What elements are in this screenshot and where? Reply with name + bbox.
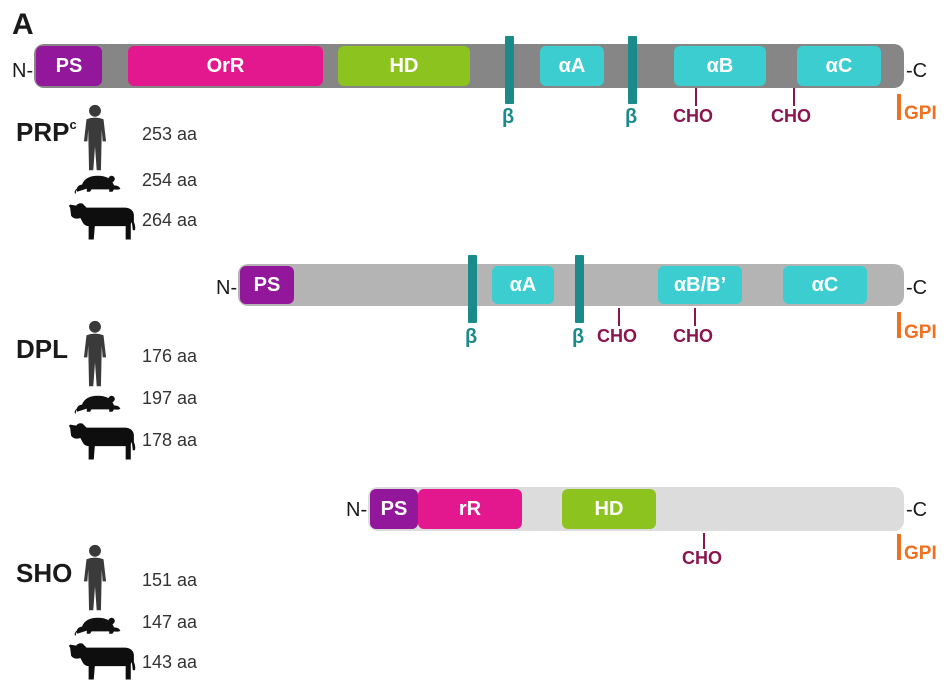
prp-helix-b: αB: [674, 46, 766, 86]
mouse-silhouette-icon: [74, 617, 122, 637]
cow-silhouette-icon: [69, 423, 136, 460]
prp-beta-strand-2: [628, 36, 637, 104]
dpl-helix-a: αA: [492, 266, 554, 304]
dpl-length-cow: 178 aa: [142, 430, 198, 450]
dpl-beta-strand-2: [575, 255, 584, 323]
prp-beta-strand-1: [505, 36, 514, 104]
cow-silhouette-icon: [69, 643, 136, 680]
prp-hydrophobic-domain: HD: [338, 46, 470, 86]
prp-cho-label-1: CHO: [673, 106, 713, 126]
sho-length-cow: 143 aa: [142, 652, 198, 672]
dpl-helix-b: αB/B’: [658, 266, 742, 304]
dpl-beta-strand-1: [468, 255, 477, 323]
dpl-name: DPL: [16, 334, 68, 364]
prp-length-cow: 264 aa: [142, 210, 198, 230]
prp-gpi-anchor: [897, 94, 901, 120]
prp-glycosylation-tick-1: [695, 88, 697, 106]
prp-name-superscript: c: [69, 117, 77, 132]
cow-silhouette-icon: [69, 203, 136, 240]
human-silhouette-icon: [83, 544, 107, 611]
dpl-signal-peptide-domain: PS: [240, 266, 294, 304]
prp-gpi-label: GPI: [904, 103, 937, 124]
c-terminus-label: -C: [906, 277, 928, 299]
mouse-silhouette-icon: [74, 395, 122, 415]
dpl-gpi-label: GPI: [904, 322, 937, 343]
n-terminus-label: N-: [346, 499, 368, 521]
prp-glycosylation-tick-2: [793, 88, 795, 106]
c-terminus-label: -C: [906, 60, 928, 82]
mouse-silhouette-icon: [74, 175, 122, 195]
prp-helix-a: αA: [540, 46, 604, 86]
dpl-gpi-anchor: [897, 312, 901, 338]
sho-cho-label: CHO: [682, 548, 722, 568]
prp-length-mouse: 254 aa: [142, 170, 198, 190]
dpl-helix-c: αC: [783, 266, 867, 304]
dpl-glycosylation-tick-2: [694, 308, 696, 326]
sho-length-human: 151 aa: [142, 570, 198, 590]
human-silhouette-icon: [83, 104, 107, 171]
prp-name: PRPc: [16, 117, 77, 148]
prp-signal-peptide-domain: PS: [36, 46, 102, 86]
prp-cho-label-2: CHO: [771, 106, 811, 126]
prp-octarepeat-domain: OrR: [128, 46, 323, 86]
dpl-length-human: 176 aa: [142, 346, 198, 366]
sho-gpi-label: GPI: [904, 543, 937, 564]
sho-hydrophobic-domain: HD: [562, 489, 656, 529]
sho-length-mouse: 147 aa: [142, 612, 198, 632]
prp-beta-label-2: β: [625, 106, 638, 128]
human-silhouette-icon: [83, 320, 107, 387]
dpl-length-mouse: 197 aa: [142, 388, 198, 408]
sho-name: SHO: [16, 558, 73, 588]
panel-label: A: [12, 8, 34, 41]
prp-beta-label-1: β: [502, 106, 515, 128]
prp-helix-c: αC: [797, 46, 881, 86]
sho-gpi-anchor: [897, 534, 901, 560]
dpl-beta-label-2: β: [572, 326, 585, 348]
sho-repeat-domain: rR: [418, 489, 522, 529]
sho-signal-peptide-domain: PS: [370, 489, 418, 529]
n-terminus-label: N-: [216, 277, 238, 299]
dpl-cho-label-1: CHO: [597, 326, 637, 346]
sho-glycosylation-tick: [703, 533, 705, 549]
prp-name-text: PRP: [16, 117, 70, 147]
dpl-glycosylation-tick-1: [618, 308, 620, 326]
dpl-beta-label-1: β: [465, 326, 478, 348]
prp-length-human: 253 aa: [142, 124, 198, 144]
c-terminus-label: -C: [906, 499, 928, 521]
dpl-cho-label-2: CHO: [673, 326, 713, 346]
n-terminus-label: N-: [12, 60, 34, 82]
